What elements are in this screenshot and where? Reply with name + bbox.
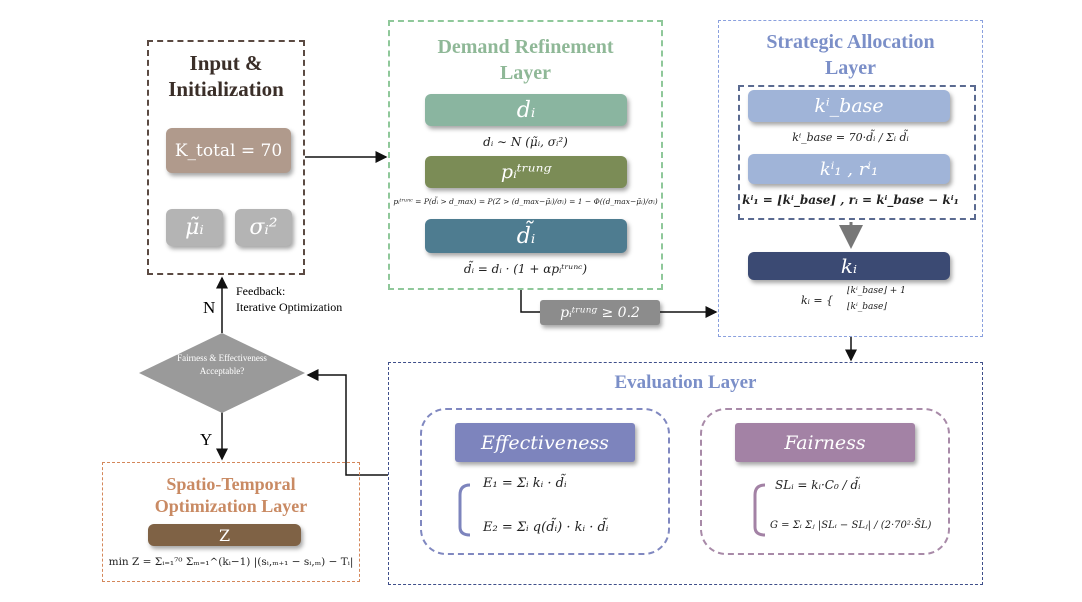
z-formula: min Z = Σᵢ₌₁⁷⁰ Σₘ₌₁^(kᵢ−1) |(sᵢ,ₘ₊₁ − sᵢ… — [108, 556, 354, 568]
bracket-effectiveness — [458, 483, 471, 537]
strategic-allocation-layer: Strategic Allocation Layer kⁱ_base kⁱ_ba… — [718, 20, 983, 337]
demand-layer-title: Demand Refinement Layer — [437, 36, 614, 84]
k-base-formula: kⁱ_base = 70·d̃ᵢ / Σᵢ d̃ᵢ — [792, 131, 909, 144]
k-i-case-top: ⌊kⁱ_base⌋ + 1 — [847, 286, 906, 296]
threshold-box: pᵢᵗʳᵘⁿᵍ ≥ 0.2 — [540, 300, 660, 325]
strategic-inner-group — [738, 85, 976, 220]
d-box: dᵢ — [425, 94, 627, 126]
d-tilde-box: d̃ᵢ — [425, 219, 627, 253]
e1-formula: E₁ = Σᵢ kᵢ · d̃ᵢ — [483, 476, 567, 491]
mu-box: μ̃ᵢ — [166, 209, 223, 246]
d-formula: dᵢ ∼ N (μ̃ᵢ, σᵢ²) — [483, 135, 568, 149]
k1-formula: kⁱ₁ = ⌊kⁱ_base⌋ , rᵢ = kⁱ_base − kⁱ₁ — [742, 193, 959, 207]
e2-formula: E₂ = Σᵢ q(d̃ᵢ) · kᵢ · d̃ᵢ — [483, 520, 609, 535]
spatio-temporal-layer: Spatio-Temporal Optimization Layer Z min… — [102, 462, 360, 582]
sigma-box: σᵢ² — [235, 209, 292, 246]
k-total-box: K_total = 70 — [166, 128, 291, 173]
k-i-case-bottom: ⌊kⁱ_base⌋ — [847, 302, 887, 312]
evaluation-layer-title: Evaluation Layer — [614, 372, 757, 393]
z-box: Z — [148, 524, 301, 546]
input-layer-title: Input & Initialization — [168, 51, 284, 101]
decision-text: Fairness & Effectiveness Acceptable? — [177, 353, 267, 376]
feedback-label: Feedback: Iterative Optimization — [236, 284, 343, 314]
bracket-fairness — [753, 483, 766, 537]
yes-label: Y — [200, 430, 213, 449]
decision-diamond — [139, 333, 305, 413]
sl-formula: SLᵢ = kᵢ·C₀ / d̃ᵢ — [775, 478, 861, 492]
input-layer: Input & Initialization K_total = 70 μ̃ᵢ … — [147, 40, 305, 275]
d-tilde-formula: d̃ᵢ = dᵢ · (1 + αpᵢᵗʳᵘⁿᶜ) — [463, 262, 588, 276]
spatio-layer-title: Spatio-Temporal Optimization Layer — [154, 474, 308, 516]
effectiveness-group — [420, 408, 670, 555]
k-i-prefix: kᵢ = { — [801, 294, 834, 307]
effectiveness-header: Effectiveness — [455, 423, 635, 462]
k-i-box: kᵢ — [748, 252, 950, 280]
no-label: N — [203, 298, 216, 317]
p-trung-box: pᵢᵗʳᵘⁿᵍ — [425, 156, 627, 188]
arrow-demand-to-threshold — [520, 290, 540, 313]
p-trunc-formula: pᵢᵗʳᵘⁿᶜ = P(d̃ᵢ > d_max) = P(Z > (d_max−… — [393, 197, 658, 206]
arrow-evaluation-to-decision — [306, 369, 388, 476]
fairness-group — [700, 408, 950, 555]
fairness-header: Fairness — [735, 423, 915, 462]
k1-r1-box: kⁱ₁ , rⁱ₁ — [748, 154, 950, 184]
demand-refinement-layer: Demand Refinement Layer dᵢ dᵢ ∼ N (μ̃ᵢ, … — [388, 20, 663, 290]
g-formula: G = Σᵢ Σⱼ |SLᵢ − SLⱼ| / (2·70²·S̄L) — [770, 520, 932, 531]
k-base-box: kⁱ_base — [748, 90, 950, 122]
strategic-layer-title: Strategic Allocation Layer — [766, 31, 935, 79]
evaluation-layer: Evaluation Layer — [388, 362, 983, 585]
